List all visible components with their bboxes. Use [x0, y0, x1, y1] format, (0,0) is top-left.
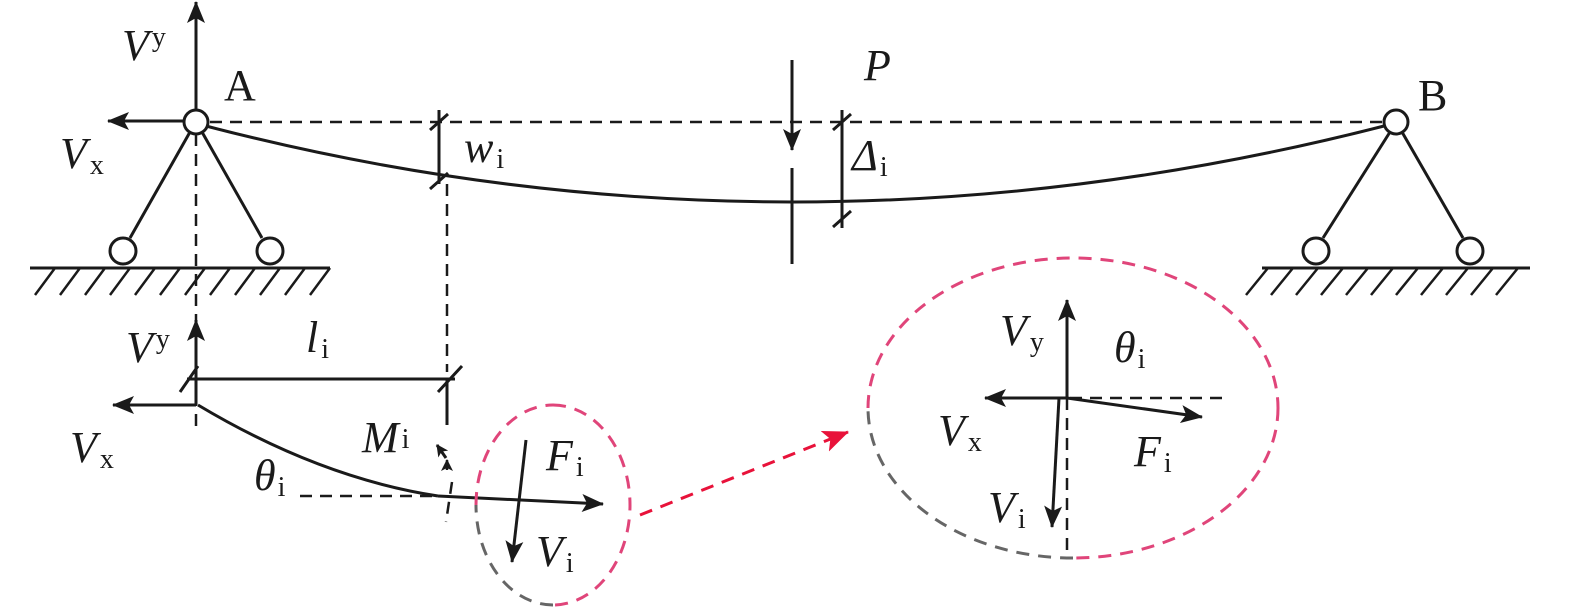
roller-a-left — [108, 236, 138, 266]
support-b — [1245, 108, 1530, 296]
hinge-a — [182, 108, 210, 136]
zoom-connector-arrow — [639, 430, 849, 517]
ground-hatch-a — [33, 267, 332, 296]
label-point-b: B — [1418, 71, 1447, 120]
highlight-ellipse-small — [474, 403, 632, 607]
delta-i-dimension — [832, 110, 852, 229]
support-a — [30, 108, 332, 296]
w-i-dimension — [429, 110, 449, 372]
label-theta-i-detail: θi — [1114, 323, 1146, 375]
detail-force-vectors — [984, 299, 1222, 555]
deflected-cable — [205, 124, 1385, 204]
roller-a-right — [255, 236, 285, 266]
label-point-a: A — [224, 61, 256, 110]
roller-b-left — [1301, 236, 1331, 266]
label-load-p: P — [863, 41, 891, 90]
ground-hatch-b — [1245, 267, 1519, 296]
segment-free-body — [112, 319, 604, 563]
roller-b-right — [1455, 236, 1485, 266]
label-delta-i: Δi — [850, 131, 888, 183]
hinge-b — [1382, 108, 1410, 136]
label-theta-i-mid: θi — [254, 451, 286, 503]
highlight-ellipse-detail — [866, 256, 1280, 560]
